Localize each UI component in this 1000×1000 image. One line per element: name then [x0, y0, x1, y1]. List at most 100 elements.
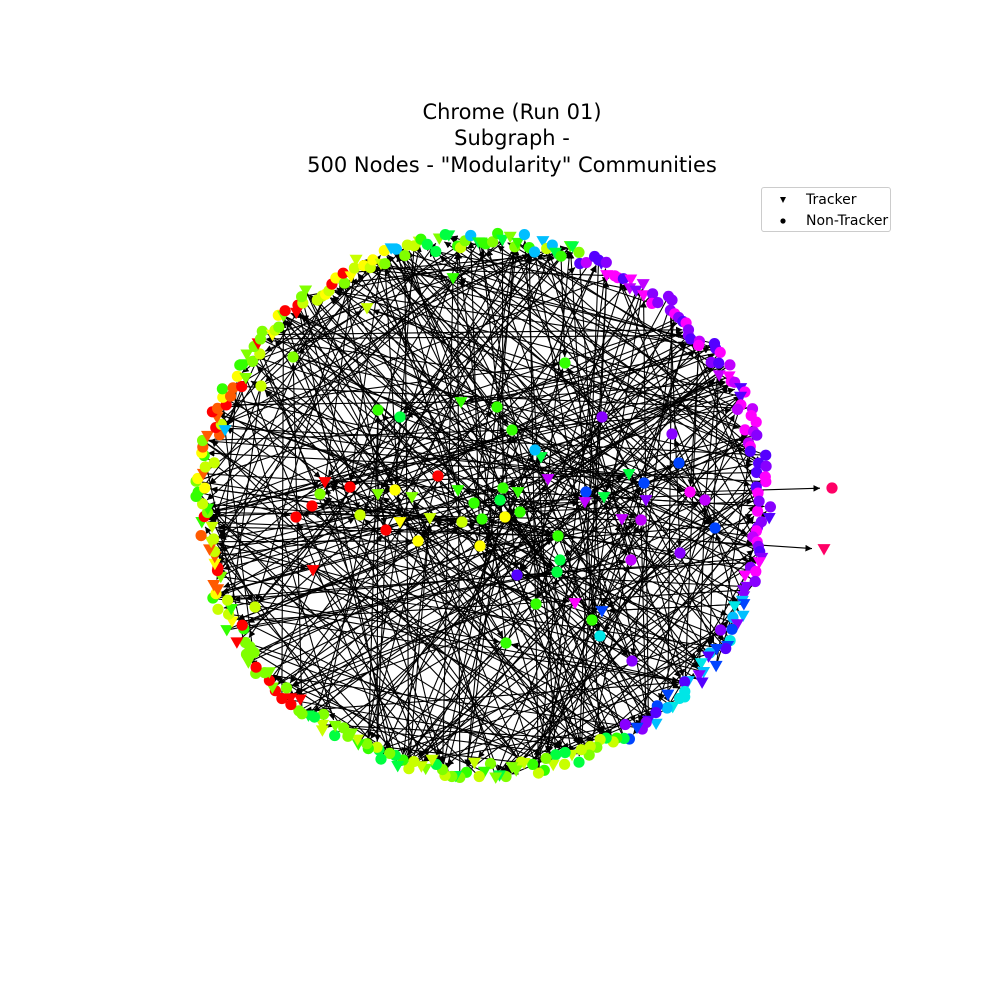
non-tracker-node [199, 461, 211, 473]
edge [500, 616, 734, 775]
non-tracker-node [638, 477, 650, 489]
edge [396, 248, 716, 349]
edge [304, 681, 685, 714]
non-tracker-node [394, 411, 406, 423]
non-tracker-node [580, 486, 592, 498]
edge [637, 391, 746, 723]
tracker-node [423, 513, 437, 525]
edge [408, 523, 433, 769]
tracker-node [568, 598, 582, 610]
edge [209, 518, 638, 729]
non-tracker-node [550, 749, 562, 761]
non-tracker-node [554, 554, 566, 566]
edge [645, 385, 729, 501]
tracker-node [692, 670, 706, 682]
non-tracker-node [287, 351, 299, 363]
edge [643, 462, 753, 484]
tracker-node [218, 425, 232, 437]
tracker-node [391, 761, 405, 773]
non-tracker-node [258, 667, 271, 679]
tracker-node [712, 370, 726, 382]
edge [384, 628, 733, 749]
edge [374, 529, 387, 742]
non-tracker-node [239, 636, 252, 649]
edge [324, 487, 399, 767]
tracker-node [629, 285, 643, 297]
non-tracker-node [384, 747, 396, 760]
edge [254, 252, 544, 608]
edge [481, 248, 520, 520]
edge [364, 742, 525, 764]
tracker-node [290, 307, 303, 319]
edge [297, 310, 391, 754]
tracker-node [534, 452, 548, 464]
edge [517, 242, 737, 386]
tracker-node [639, 495, 653, 507]
tracker-node [224, 604, 238, 616]
tracker-node [207, 580, 221, 592]
non-tracker-node [236, 619, 248, 631]
edge [386, 255, 625, 739]
tracker-node [595, 606, 609, 618]
non-tracker-node [559, 758, 571, 770]
legend-label-non-tracker: Non-Tracker [806, 213, 889, 229]
non-tracker-node [555, 250, 567, 262]
non-tracker-node [290, 511, 302, 523]
edge [330, 297, 756, 582]
non-tracker-node [666, 428, 678, 440]
tracker-node [293, 694, 307, 706]
non-tracker-node [197, 498, 209, 510]
tracker-node [208, 558, 222, 571]
non-tracker-node [673, 457, 685, 469]
non-tracker-node [281, 682, 293, 694]
tracker-node [344, 271, 358, 283]
non-tracker-node [518, 229, 531, 241]
non-tracker-node [227, 382, 239, 394]
edge [408, 425, 753, 770]
non-tracker-node [367, 254, 379, 266]
edge [509, 374, 720, 515]
non-tracker-node [532, 767, 545, 779]
edge [252, 355, 630, 475]
non-tracker-node [551, 566, 563, 578]
edge [459, 549, 755, 778]
tracker-node [446, 273, 460, 285]
tracker-node [546, 759, 560, 772]
tracker-node [349, 254, 363, 266]
edge [266, 334, 689, 343]
edge [376, 264, 615, 277]
non-tracker-node [371, 741, 383, 753]
edge [216, 541, 704, 673]
tracker-node [393, 517, 407, 529]
edge [347, 349, 696, 737]
tracker-node [702, 651, 716, 663]
edge [389, 649, 721, 754]
tracker-node [240, 349, 254, 361]
edge [497, 245, 746, 431]
edge [264, 241, 479, 352]
edge [285, 517, 431, 695]
edge [706, 363, 720, 648]
non-tracker-node [344, 481, 356, 493]
edge [497, 244, 553, 402]
edge [277, 364, 731, 685]
edge [248, 416, 401, 638]
non-tracker-node [751, 466, 763, 478]
tracker-node [318, 477, 332, 489]
edge [548, 253, 645, 484]
non-tracker-node [212, 603, 224, 615]
non-tracker-node [573, 246, 585, 258]
non-tracker-node [273, 321, 285, 333]
edge [407, 244, 755, 543]
edge [314, 342, 687, 718]
edge [334, 378, 716, 736]
tracker-node [371, 489, 385, 501]
edge [429, 249, 633, 662]
non-tracker-node [338, 722, 350, 734]
edge [220, 489, 459, 552]
non-tracker-node [826, 482, 838, 494]
non-tracker-node [720, 642, 732, 655]
non-tracker-node [661, 702, 673, 714]
non-tracker-node [430, 245, 442, 258]
